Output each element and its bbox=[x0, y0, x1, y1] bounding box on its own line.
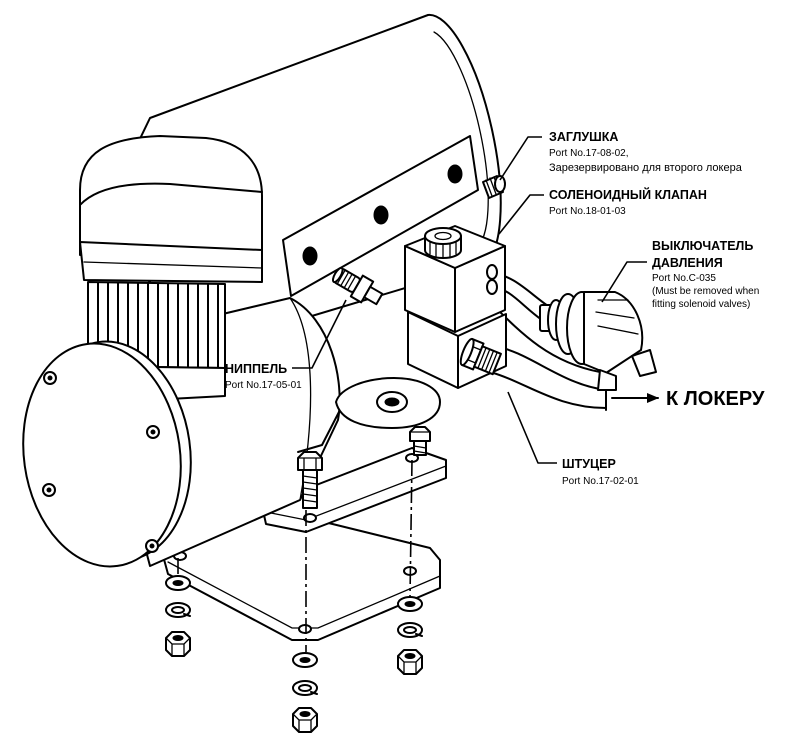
pressure-switch-note-line2: fitting solenoid valves) bbox=[652, 299, 750, 310]
fitting-title: ШТУЦЕР bbox=[562, 457, 616, 471]
pressure-switch bbox=[539, 291, 657, 391]
end-plate-bolt bbox=[43, 371, 57, 385]
nipple-part-number: Port No.17-05-01 bbox=[225, 380, 302, 391]
bolt bbox=[409, 426, 431, 456]
lock-washer bbox=[292, 680, 318, 696]
bracket-hole bbox=[303, 513, 317, 523]
outlet-label: К ЛОКЕРУ bbox=[666, 388, 765, 410]
base-plate bbox=[161, 507, 441, 641]
plug-title: ЗАГЛУШКА bbox=[549, 130, 618, 144]
mounting-strip bbox=[282, 135, 479, 297]
end-plate-bolt bbox=[145, 539, 159, 553]
switch-terminal bbox=[631, 349, 657, 377]
solenoid-valve-title: СОЛЕНОИДНЫЙ КЛАПАН bbox=[549, 187, 707, 202]
plug-part-number: Port No.17-08-02, bbox=[549, 148, 629, 159]
solenoid-valve bbox=[404, 225, 507, 389]
plug bbox=[482, 175, 506, 199]
strip-hole bbox=[373, 205, 389, 225]
upper-mounting-bracket bbox=[261, 447, 447, 533]
nipple-leader-line bbox=[292, 299, 347, 369]
plug-note: Зарезервировано для второго локера bbox=[549, 162, 743, 174]
pressure-switch-note-line1: (Must be removed when bbox=[652, 286, 759, 297]
tube-port bbox=[486, 264, 498, 280]
pressure-switch-title-line1: ВЫКЛЮЧАТЕЛЬ bbox=[652, 239, 753, 253]
nut bbox=[165, 631, 191, 657]
pressure-switch-title-line2: ДАВЛЕНИЯ bbox=[652, 256, 723, 270]
motor-end-cap bbox=[79, 135, 263, 283]
washer bbox=[397, 596, 423, 612]
assembly-guide-lines bbox=[177, 459, 413, 652]
switch-terminal bbox=[597, 369, 617, 391]
nut bbox=[397, 649, 423, 675]
end-plate-bolt bbox=[42, 483, 56, 497]
strip-hole bbox=[447, 164, 463, 184]
fitting bbox=[459, 337, 502, 376]
lock-washer bbox=[165, 602, 191, 618]
base-plate-hole bbox=[298, 624, 312, 634]
washer bbox=[165, 575, 191, 591]
end-plate-bolt bbox=[146, 425, 160, 439]
solenoid-valve-part-number: Port No.18-01-03 bbox=[549, 206, 626, 217]
fitting-leader-line bbox=[507, 391, 557, 464]
pressure-switch-leader-line bbox=[601, 261, 647, 303]
fitting-part-number: Port No.17-02-01 bbox=[562, 476, 639, 487]
washer bbox=[292, 652, 318, 668]
strip-hole bbox=[302, 246, 318, 266]
lock-washer bbox=[397, 622, 423, 638]
solenoid-valve-leader-line bbox=[498, 194, 544, 235]
cylinder-end-plate bbox=[22, 340, 192, 568]
valve-knob bbox=[424, 227, 462, 259]
nipple-title: НИППЕЛЬ bbox=[225, 362, 287, 376]
plug-leader-line bbox=[499, 136, 542, 181]
nipple bbox=[331, 266, 384, 306]
tube-port bbox=[486, 279, 498, 295]
nut bbox=[292, 707, 318, 733]
bolt bbox=[297, 451, 323, 509]
pressure-switch-part-number: Port No.C-035 bbox=[652, 273, 716, 284]
valve-mount-bracket bbox=[297, 377, 441, 453]
